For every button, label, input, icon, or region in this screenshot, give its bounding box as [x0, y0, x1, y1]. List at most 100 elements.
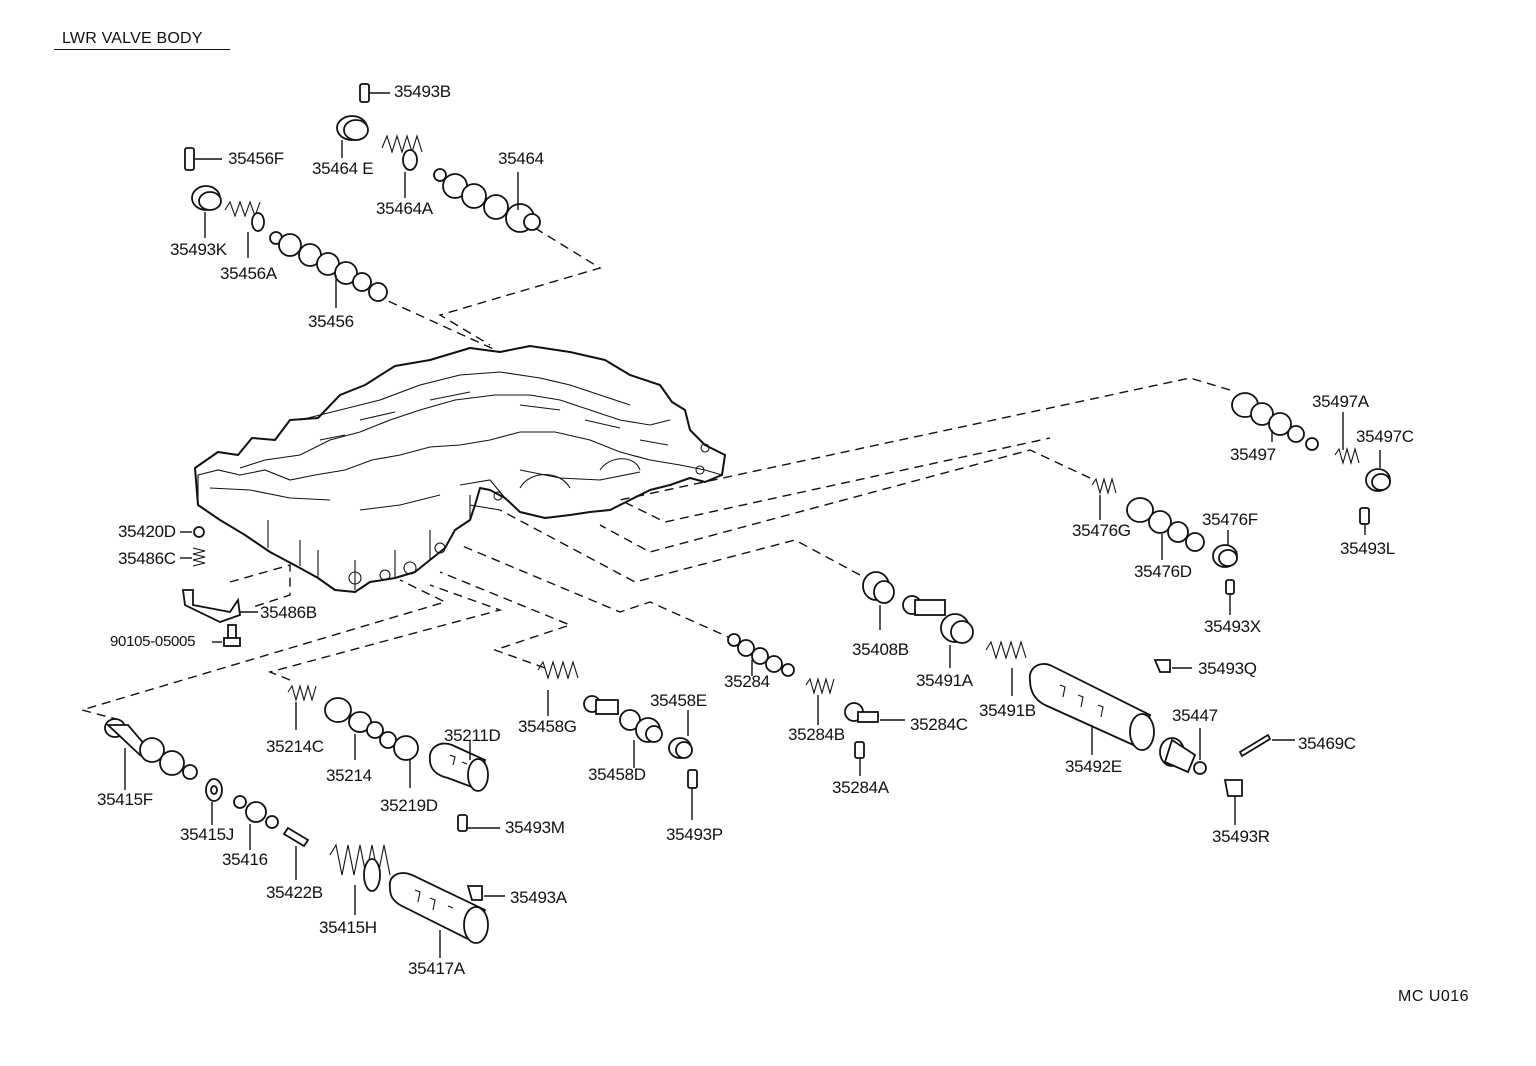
part-35497C-plug	[1365, 450, 1391, 492]
part-35211D-sleeve	[428, 740, 489, 792]
callout-35493Q: 35493Q	[1198, 659, 1257, 678]
assembly-guide-lines	[79, 227, 1231, 721]
callout-35469C: 35469C	[1298, 734, 1356, 753]
callout-35211D: 35211D	[444, 726, 501, 745]
callout-35458D: 35458D	[588, 765, 646, 784]
callout-35497A: 35497A	[1312, 392, 1369, 411]
callout-35476G: 35476G	[1072, 521, 1131, 540]
part-35447-plug	[1159, 728, 1207, 775]
part-35456-valve	[269, 231, 388, 308]
part-35415J-washer	[205, 778, 223, 825]
callout-35284: 35284	[724, 672, 770, 691]
callout-35476F: 35476F	[1202, 510, 1258, 529]
part-35458E-plug	[668, 710, 693, 759]
callout-35493B: 35493B	[394, 82, 451, 101]
part-35497A-spring	[1334, 412, 1360, 466]
callout-35493X: 35493X	[1204, 617, 1261, 636]
part-35458D-valve	[583, 695, 663, 768]
callout-35456F: 35456F	[228, 149, 284, 168]
part-35214C-spring	[287, 683, 317, 730]
part-35493X-retainer	[1225, 579, 1235, 615]
part-35284-valve	[727, 633, 795, 677]
part-35492E-sleeve	[1028, 663, 1155, 755]
diagram-title: LWR VALVE BODY	[62, 30, 203, 47]
callout-35417A: 35417A	[408, 959, 465, 978]
part-35415H-spring	[329, 843, 391, 915]
part-35486C-spring	[180, 547, 206, 567]
part-35408B-sleeve	[862, 571, 895, 630]
part-35493L-retainer	[1359, 507, 1370, 535]
callout-35458G: 35458G	[518, 717, 577, 736]
part-35493P-retainer	[687, 769, 698, 820]
part-35493R-clip	[1223, 779, 1243, 825]
callout-35486C: 35486C	[118, 549, 176, 568]
callout-35422B: 35422B	[266, 883, 323, 902]
part-35417A-sleeve	[388, 872, 489, 958]
callout-35464A: 35464A	[376, 199, 433, 218]
part-35497-valve	[1231, 392, 1319, 451]
callout-35464E: 35464 E	[312, 159, 374, 178]
callout-35214C: 35214C	[266, 737, 324, 756]
part-35464A-spring	[381, 134, 423, 198]
part-35469C-pin	[1238, 733, 1295, 758]
callout-35476D: 35476D	[1134, 562, 1192, 581]
callout-35493L: 35493L	[1340, 539, 1395, 558]
part-35486B-bracket	[181, 589, 258, 623]
part-35493M-retainer	[457, 814, 500, 832]
callout-35284B: 35284B	[788, 725, 845, 744]
part-35415F-valve	[104, 718, 198, 790]
part-35456F-retainer	[184, 147, 222, 171]
callout-35493M: 35493M	[505, 818, 565, 837]
callout-35491A: 35491A	[916, 671, 973, 690]
callout-35456: 35456	[308, 312, 354, 331]
part-35284A-retainer	[854, 741, 865, 776]
lower-valve-body	[194, 345, 726, 593]
part-35493B-retainer	[359, 83, 390, 103]
part-35464-valve	[433, 168, 541, 233]
callout-35464: 35464	[498, 149, 544, 168]
callout-35415F: 35415F	[97, 790, 153, 809]
callout-35284A: 35284A	[832, 778, 889, 797]
part-35493Q-clip	[1153, 659, 1192, 673]
part-35493K-plug	[191, 185, 222, 238]
part-35491B-spring	[985, 640, 1027, 696]
callout-90105-05005: 90105-05005	[110, 633, 196, 650]
part-35476F-plug	[1212, 530, 1238, 568]
callout-35458E: 35458E	[650, 691, 707, 710]
callout-35486B: 35486B	[260, 603, 317, 622]
part-35458G-spring	[537, 660, 579, 716]
part-35420D-ball	[180, 526, 205, 538]
callout-35456A: 35456A	[220, 264, 277, 283]
part-35456A-spring	[224, 200, 265, 258]
callout-35420D: 35420D	[118, 522, 176, 541]
callout-35491B: 35491B	[979, 701, 1036, 720]
part-35476G-spring	[1091, 476, 1117, 520]
diagram-code: MC U016	[1398, 988, 1470, 1005]
callout-35497: 35497	[1230, 445, 1276, 464]
callout-35416: 35416	[222, 850, 268, 869]
callout-35492E: 35492E	[1065, 757, 1122, 776]
title-underline	[54, 49, 230, 50]
part-35476D-valve	[1126, 497, 1205, 560]
part-35214-valve	[324, 697, 384, 760]
part-35284B-spring	[805, 676, 835, 725]
callout-35497C: 35497C	[1356, 427, 1414, 446]
callout-35493K: 35493K	[170, 240, 227, 259]
part-35219D-plug	[379, 731, 419, 788]
part-35493A-clip	[466, 885, 505, 901]
part-35464E-plug	[336, 115, 369, 158]
part-35491A-valve	[902, 595, 974, 668]
callout-35493P: 35493P	[666, 825, 723, 844]
callout-35415J: 35415J	[180, 825, 234, 844]
callout-35493R: 35493R	[1212, 827, 1270, 846]
callout-35214: 35214	[326, 766, 372, 785]
part-35284C-plug	[844, 702, 905, 723]
part-90105-05005-bolt	[212, 624, 241, 647]
callout-35447: 35447	[1172, 706, 1218, 725]
part-35422B-pin	[282, 826, 310, 880]
callout-35493A: 35493A	[510, 888, 567, 907]
callout-35219D: 35219D	[380, 796, 438, 815]
part-35416-plug	[233, 795, 279, 850]
callout-35415H: 35415H	[319, 918, 377, 937]
